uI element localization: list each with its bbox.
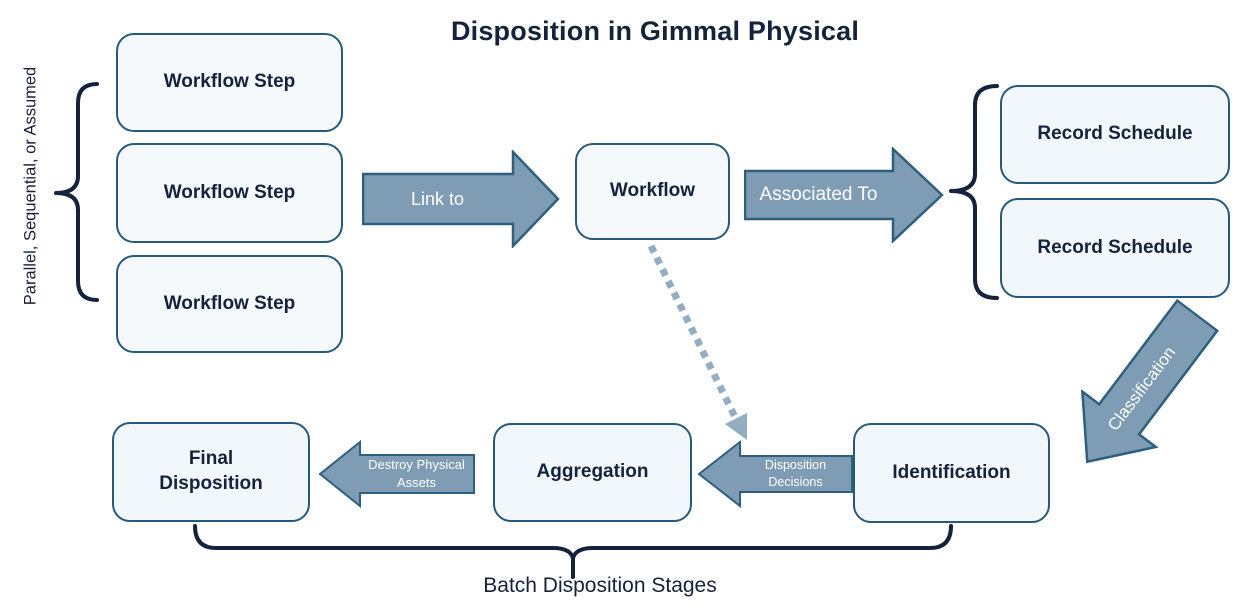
workflow-step-box-2: Workflow Step [116,143,343,243]
link-to-arrow-label: Link to [410,188,465,209]
associated-to-arrow-label: Associated To [759,184,878,206]
dotted-arrowhead-icon [725,413,747,440]
workflow-label: Workflow [609,180,696,202]
record-schedule-box-1: Record Schedule [1000,85,1230,184]
left-arrow-icon [697,440,853,508]
record-schedule-label: Record Schedule [1037,236,1193,258]
record-schedule-box-2: Record Schedule [1000,198,1230,298]
aggregation-label: Aggregation [536,461,649,483]
disposition-decisions-label: Disposition Decisions [740,440,851,508]
disposition-decisions-arrow: Disposition Decisions [697,440,853,508]
final-disposition-label-line1: Final [188,448,234,470]
batch-stages-brace [193,524,953,579]
workflow-step-label: Workflow Step [163,181,296,203]
classification-arrow: Classification [1048,286,1236,492]
final-disposition-box: Final Disposition [112,422,310,522]
associated-to-arrow: Associated To [744,147,944,243]
batch-disposition-stages-label: Batch Disposition Stages [483,574,717,597]
right-arrow-icon [1080,298,1220,464]
disposition-label-line1: Disposition [764,458,827,473]
destroy-label-line1: Destroy Physical [368,457,465,473]
destroy-physical-assets-label: Destroy Physical Assets [360,440,473,508]
aggregation-box: Aggregation [493,423,692,522]
record-schedule-label: Record Schedule [1037,123,1193,145]
left-brace [54,82,99,302]
left-group-label: Parallel, Sequential, or Assumed [21,66,40,306]
workflow-step-box-1: Workflow Step [116,33,343,132]
right-arrow-icon [362,150,560,248]
disposition-label-line2: Decisions [768,475,823,489]
final-disposition-label-line2: Disposition [159,473,263,494]
workflow-to-disposition-dotted-arrow [647,244,740,421]
destroy-label-line2: Assets [396,475,436,490]
workflow-box: Workflow [575,143,730,240]
left-arrow-icon [318,440,475,508]
right-arrow-icon [744,147,944,243]
record-schedule-brace [949,84,999,300]
page-title: Disposition in Gimmal Physical [450,16,860,46]
workflow-step-box-3: Workflow Step [116,255,343,353]
destroy-physical-assets-arrow: Destroy Physical Assets [318,440,475,508]
workflow-step-label: Workflow Step [163,71,296,93]
identification-box: Identification [853,423,1050,523]
identification-label: Identification [892,461,1011,483]
link-to-arrow: Link to [362,150,560,248]
workflow-step-label: Workflow Step [163,292,296,314]
